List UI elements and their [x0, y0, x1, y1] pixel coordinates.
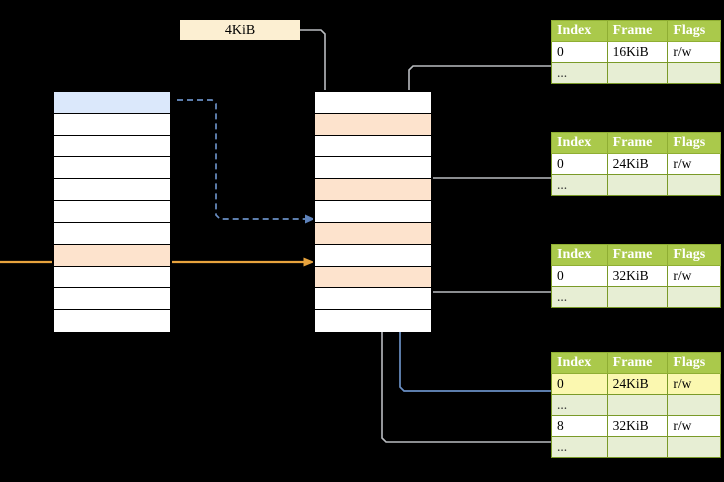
column-header-flags: Flags — [667, 132, 721, 154]
wire-pt3-to-phys — [420, 263, 551, 293]
memory-row[interactable] — [315, 135, 431, 158]
column-header-flags: Flags — [667, 352, 721, 374]
table-cell: 16KiB — [606, 41, 669, 63]
column-header-flags: Flags — [667, 244, 721, 266]
memory-row[interactable] — [54, 222, 170, 245]
column-header-index: Index — [551, 244, 608, 266]
table-row[interactable]: ... — [551, 174, 721, 196]
column-header-index: Index — [551, 352, 608, 374]
memory-row[interactable] — [54, 288, 170, 311]
table-cell: 24KiB — [606, 373, 669, 395]
memory-row[interactable] — [315, 92, 431, 114]
table-cell — [606, 286, 669, 308]
column-header-index: Index — [551, 20, 608, 42]
memory-row[interactable] — [54, 244, 170, 267]
memory-row[interactable] — [315, 201, 431, 223]
column-header-frame: Frame — [606, 244, 669, 266]
table-cell: 0 — [551, 41, 608, 63]
table-cell — [667, 62, 721, 84]
table-cell: 32KiB — [606, 265, 669, 287]
table-cell: r/w — [667, 41, 721, 63]
table-cell: ... — [551, 436, 608, 458]
table-cell: 0 — [551, 373, 608, 395]
column-header-frame: Frame — [606, 20, 669, 42]
table-cell: 32KiB — [606, 415, 669, 437]
table-cell: r/w — [667, 153, 721, 175]
wire-pt2-to-phys — [416, 177, 551, 227]
virtual-address-space — [52, 90, 172, 332]
column-header-frame: Frame — [606, 132, 669, 154]
table-cell — [667, 286, 721, 308]
memory-row[interactable] — [54, 266, 170, 289]
memory-row[interactable] — [315, 179, 431, 202]
table-cell — [667, 394, 721, 416]
table-cell: 8 — [551, 415, 608, 437]
table-cell: 0 — [551, 265, 608, 287]
table-cell: r/w — [667, 265, 721, 287]
wire-virt-blue-to-phys — [177, 99, 315, 224]
table-cell — [606, 174, 669, 196]
table-cell: 0 — [551, 153, 608, 175]
memory-row[interactable] — [54, 179, 170, 202]
table-cell — [606, 394, 669, 416]
memory-row[interactable] — [54, 201, 170, 223]
table-cell: ... — [551, 174, 608, 196]
table-cell — [667, 436, 721, 458]
memory-row[interactable] — [54, 135, 170, 158]
memory-row[interactable] — [315, 310, 431, 332]
memory-row[interactable] — [54, 92, 170, 114]
table-cell: ... — [551, 62, 608, 84]
memory-row[interactable] — [315, 288, 431, 311]
table-cell — [606, 436, 669, 458]
table-cell: ... — [551, 286, 608, 308]
memory-row[interactable] — [315, 266, 431, 289]
memory-row[interactable] — [315, 244, 431, 267]
table-cell: ... — [551, 394, 608, 416]
column-header-flags: Flags — [667, 20, 721, 42]
table-row[interactable]: ... — [551, 62, 721, 84]
table-cell — [606, 62, 669, 84]
table-cell: r/w — [667, 373, 721, 395]
table-row[interactable]: ... — [551, 394, 721, 416]
memory-row[interactable] — [54, 157, 170, 180]
memory-row[interactable] — [54, 113, 170, 136]
table-row[interactable]: ... — [551, 286, 721, 308]
column-header-frame: Frame — [606, 352, 669, 374]
table-cell: 24KiB — [606, 153, 669, 175]
physical-address-space — [313, 90, 433, 332]
memory-row[interactable] — [315, 157, 431, 180]
table-row[interactable]: ... — [551, 436, 721, 458]
memory-row[interactable] — [315, 113, 431, 136]
page-size-label: 4KiB — [180, 20, 300, 40]
memory-row[interactable] — [54, 310, 170, 332]
table-cell — [667, 174, 721, 196]
table-cell: r/w — [667, 415, 721, 437]
column-header-index: Index — [551, 132, 608, 154]
memory-row[interactable] — [315, 222, 431, 245]
